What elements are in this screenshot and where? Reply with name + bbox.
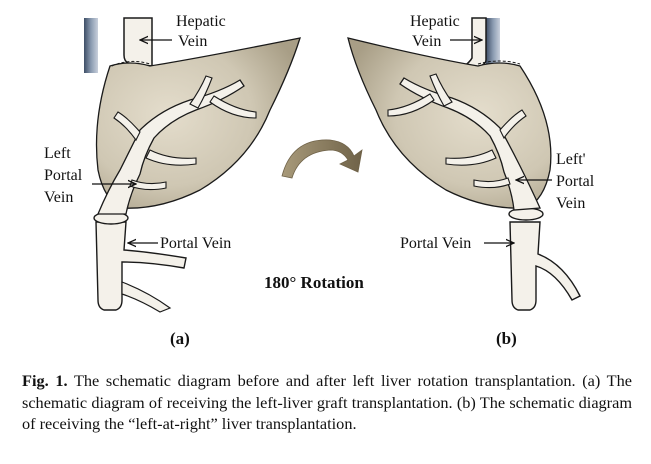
panel-a: Hepatic Vein Left Portal Vein Portal Vei… [44, 13, 301, 348]
hepatic-vein-label-a-1: Hepatic [176, 13, 226, 30]
liver-lobe-a [95, 37, 301, 209]
figure-caption: Fig. 1. The schematic diagram before and… [22, 370, 632, 435]
hepatic-vein-b [459, 17, 487, 70]
panel-b: Hepatic Vein Left' Portal Vein Portal Ve… [347, 13, 595, 348]
figure-label: Fig. 1. [22, 371, 68, 390]
hepatic-vein-label-b-1: Hepatic [410, 13, 460, 30]
rotation-arrow [281, 139, 363, 179]
panel-label-a: (a) [170, 329, 190, 348]
left-portal-label-b-3: Vein [556, 195, 585, 212]
portal-vein-label-b: Portal Vein [400, 235, 471, 252]
liver-rotation-diagram: Hepatic Vein Left Portal Vein Portal Vei… [44, 13, 595, 348]
hepatic-vein-a [123, 17, 153, 67]
caption-text: The schematic diagram before and after l… [22, 371, 632, 433]
liver-lobe-b [347, 37, 552, 209]
portal-vein-trunk-a [95, 221, 187, 311]
portal-vein-label-a: Portal Vein [160, 235, 231, 252]
hepatic-vein-label-b-2: Vein [412, 33, 441, 50]
portal-vein-trunk-b [509, 221, 581, 311]
left-portal-label-a-1: Left [44, 145, 71, 162]
left-portal-label-a-2: Portal [44, 167, 83, 184]
hepatic-vein-stripe-b [486, 18, 500, 73]
hepatic-vein-stripe-a [84, 18, 98, 73]
curved-arrow-icon [281, 139, 363, 179]
left-portal-branch-b [399, 77, 541, 211]
hepatic-vein-label-a-2: Vein [178, 33, 207, 50]
panel-label-b: (b) [496, 329, 517, 348]
left-portal-label-b-1: Left' [556, 151, 586, 168]
rotation-label: 180° Rotation [264, 273, 364, 292]
left-portal-label-b-2: Portal [556, 173, 595, 190]
left-portal-label-a-3: Vein [44, 189, 73, 206]
